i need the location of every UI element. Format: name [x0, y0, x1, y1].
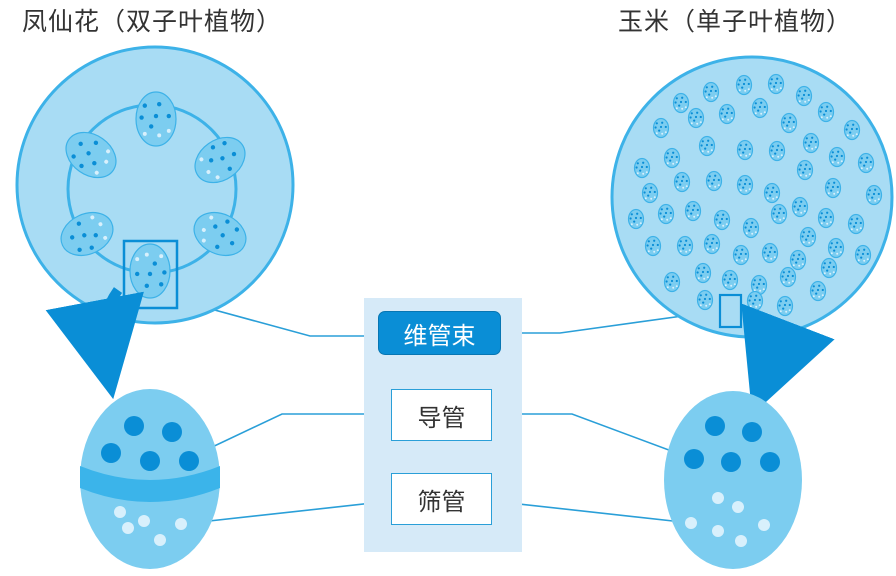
- vascular-bundle: [795, 85, 813, 107]
- vascular-bundle: [865, 184, 883, 206]
- vascular-bundle: [767, 73, 785, 95]
- vascular-bundle: [684, 200, 702, 222]
- zoom-arrow-right: [741, 303, 835, 415]
- enlarged-bundle-monocot: [664, 391, 802, 569]
- line-left-vessel: [188, 413, 391, 459]
- monocot-vascular-bundles: [627, 73, 883, 317]
- vascular-bundle: [663, 147, 681, 169]
- vascular-bundle: [652, 117, 670, 139]
- vascular-bundle: [828, 146, 846, 168]
- vascular-bundle: [736, 139, 754, 161]
- zoom-arrow-left: [45, 287, 144, 400]
- vascular-bundle: [843, 119, 861, 141]
- vascular-bundle: [673, 171, 691, 193]
- line-left-sieve: [181, 500, 392, 525]
- sieve-dots-monocot: [685, 492, 770, 547]
- vascular-bundle: [817, 207, 835, 229]
- vascular-bundle: [736, 174, 754, 196]
- vascular-bundle: [751, 97, 769, 119]
- vascular-bundle: [827, 237, 845, 259]
- sieve-tube-label: 筛管: [391, 473, 492, 525]
- vascular-bundle-label: 维管束: [378, 311, 501, 355]
- vascular-bundle: [809, 280, 827, 302]
- vascular-bundle: [705, 170, 723, 192]
- vascular-bundle: [644, 235, 662, 257]
- vessel-dots-dicot: [101, 416, 199, 471]
- vascular-bundle: [799, 226, 817, 248]
- enlarged-bundle-dicot: [80, 389, 220, 569]
- vascular-bundle: [698, 135, 716, 157]
- vascular-bundle: [854, 244, 872, 266]
- selected-bundle-box-monocot: [718, 293, 743, 329]
- vascular-bundle: [627, 208, 645, 230]
- vascular-bundle: [193, 211, 247, 257]
- vascular-bundle: [65, 131, 117, 179]
- selected-bundle-box: [122, 239, 179, 310]
- line-left-bundle: [177, 299, 378, 337]
- vascular-bundle: [641, 182, 659, 204]
- vascular-bundle: [657, 203, 675, 225]
- vessel-dots-monocot: [684, 416, 780, 472]
- vascular-bundle: [780, 112, 798, 134]
- vascular-bundle: [696, 289, 714, 311]
- vascular-bundle: [779, 266, 797, 288]
- vascular-bundle: [702, 81, 720, 103]
- vascular-bundle: [817, 101, 835, 123]
- monocot-cross-section: [610, 55, 894, 339]
- vascular-bundle: [663, 271, 681, 293]
- vascular-bundle: [791, 196, 809, 218]
- vessel-label: 导管: [391, 389, 492, 441]
- sieve-dots-dicot: [114, 506, 187, 546]
- vascular-bundle: [847, 213, 865, 235]
- vascular-bundle: [802, 132, 820, 154]
- vascular-bundle: [60, 211, 114, 257]
- vascular-bundle: [742, 217, 760, 239]
- vascular-bundle: [789, 249, 807, 271]
- line-right-sieve: [491, 500, 692, 524]
- vascular-bundle: [770, 203, 788, 225]
- dicot-vascular-bundles: [60, 91, 247, 299]
- vascular-bundle: [129, 243, 171, 299]
- left-title: 凤仙花（双子叶植物）: [22, 7, 283, 36]
- right-title: 玉米（单子叶植物）: [618, 7, 853, 36]
- vascular-bundle: [194, 136, 246, 184]
- line-right-vessel: [492, 413, 694, 460]
- vascular-bundle: [672, 92, 690, 114]
- vascular-bundle: [824, 177, 842, 199]
- dicot-cross-section: [15, 45, 295, 325]
- vascular-bundle: [135, 91, 177, 147]
- vascular-bundle: [857, 152, 875, 174]
- vascular-bundle: [732, 244, 750, 266]
- vascular-bundle: [713, 209, 731, 231]
- vascular-bundle: [721, 269, 739, 291]
- vascular-bundle: [761, 242, 779, 264]
- vascular-bundle: [687, 107, 705, 129]
- vascular-bundle: [820, 257, 838, 279]
- vascular-bundle: [694, 262, 712, 284]
- vascular-bundle: [746, 290, 764, 312]
- vascular-bundle: [796, 159, 814, 181]
- vascular-bundle: [633, 157, 651, 179]
- vascular-bundle: [763, 182, 781, 204]
- vascular-bundle: [768, 140, 786, 162]
- vascular-bundle: [703, 233, 721, 255]
- vascular-bundle: [676, 235, 694, 257]
- vascular-bundle: [718, 103, 736, 125]
- vascular-bundle: [776, 295, 794, 317]
- vascular-bundle: [735, 74, 753, 96]
